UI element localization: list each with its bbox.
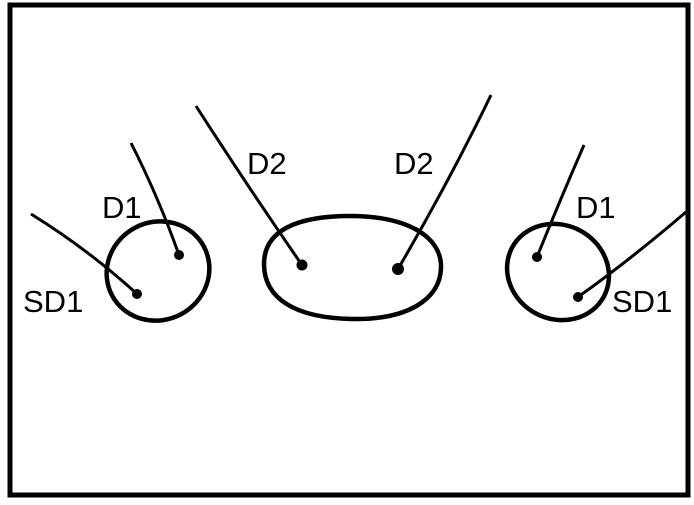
left-pinaculum	[104, 219, 212, 323]
left-d1-label: D1	[102, 190, 142, 225]
left-d1-socket	[174, 250, 184, 260]
center-left-d2-socket	[296, 259, 308, 271]
right-sd1-socket	[573, 292, 583, 302]
left-sd1-seta	[30, 212, 139, 296]
right-pinaculum	[504, 221, 612, 323]
center-pinaculum	[261, 213, 444, 322]
left-sd1-socket	[132, 289, 142, 299]
center-right-d2-label: D2	[394, 146, 434, 181]
center-left-d2-label: D2	[247, 146, 287, 181]
diagram-border	[7, 2, 691, 498]
right-sd1-label: SD1	[612, 284, 672, 319]
left-d1-seta	[129, 142, 181, 256]
left-sd1-label: SD1	[23, 284, 83, 319]
center-right-d2-seta	[396, 94, 493, 270]
right-d1-socket	[532, 252, 542, 262]
right-sd1-seta	[577, 210, 687, 299]
right-d1-label: D1	[576, 190, 616, 225]
center-right-d2-socket	[392, 263, 404, 275]
center-left-d2-seta	[194, 105, 304, 266]
right-d1-seta	[535, 144, 586, 258]
